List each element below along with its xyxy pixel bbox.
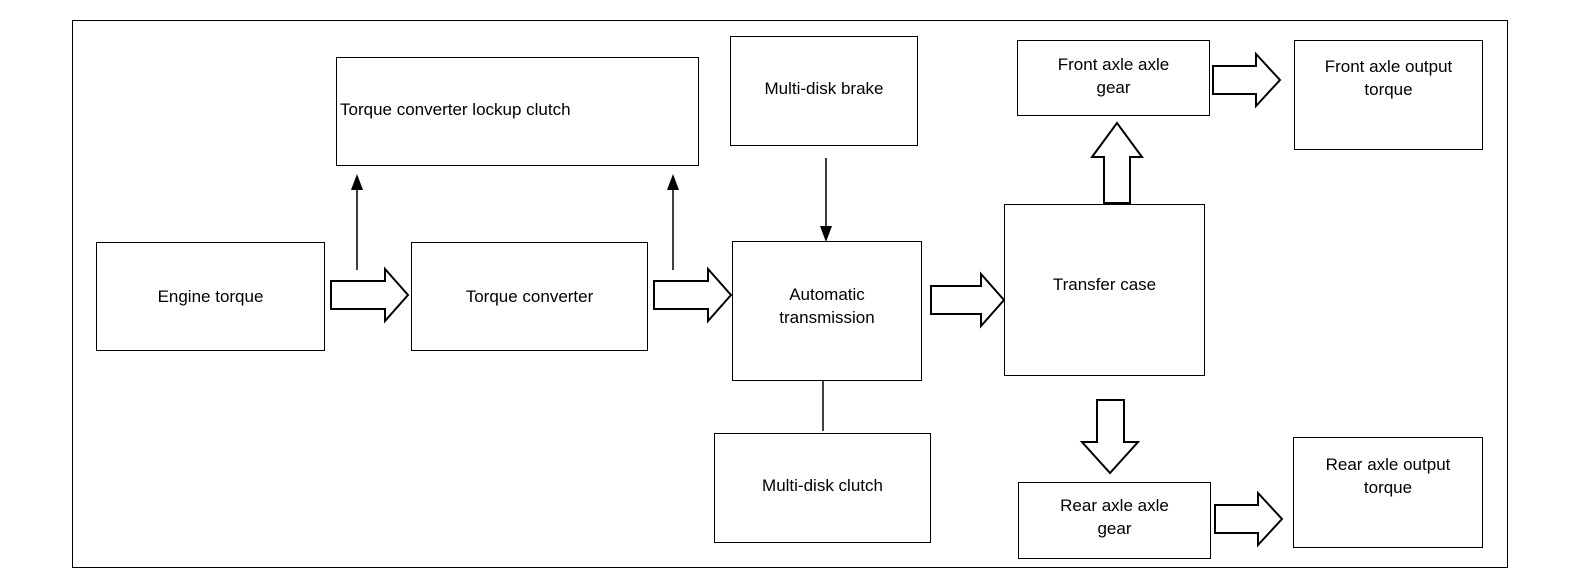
node-multi-disk-brake: Multi-disk brake [730,36,918,146]
diagram-frame [72,20,1508,568]
node-label: Rear axle axle gear [1060,496,1169,538]
block-arrow-converter-to-transmission [653,266,733,324]
node-multi-disk-clutch: Multi-disk clutch [714,433,931,543]
node-label: Engine torque [157,287,264,306]
node-automatic-transmission: Automatic transmission [732,241,922,381]
block-arrow-transfer-to-rear-gear [1079,399,1141,475]
node-front-axle-gear: Front axle axle gear [1017,40,1210,116]
block-arrow-rear-gear-to-output [1214,490,1284,548]
node-label: Front axle axle gear [1057,55,1170,97]
block-arrow-engine-to-converter [330,266,410,324]
node-label: Transfer case [1052,275,1157,294]
block-arrow-front-gear-to-output [1212,51,1282,109]
node-label: Rear axle output torque [1325,455,1451,497]
node-label: Torque converter [465,287,594,306]
node-label: Torque converter lockup clutch [340,100,571,119]
node-label: Automatic transmission [779,285,875,327]
arrowhead-converter-to-lockup [667,174,679,190]
node-torque-converter-lockup-clutch: Torque converter lockup clutch [336,57,699,166]
node-label: Multi-disk brake [764,78,884,98]
node-transfer-case: Transfer case [1004,204,1205,376]
node-rear-axle-gear: Rear axle axle gear [1018,482,1211,559]
node-torque-converter: Torque converter [411,242,648,351]
node-label: Front axle output torque [1324,57,1453,99]
node-front-axle-output-torque: Front axle output torque [1294,40,1483,150]
arrowhead-brake-to-transmission [820,226,832,242]
node-rear-axle-output-torque: Rear axle output torque [1293,437,1483,548]
block-arrow-transfer-to-front-gear [1090,121,1144,204]
block-arrow-transmission-to-transfer [930,271,1006,329]
node-label: Multi-disk clutch [762,475,883,495]
arrowhead-engine-to-lockup [351,174,363,190]
node-engine-torque: Engine torque [96,242,325,351]
